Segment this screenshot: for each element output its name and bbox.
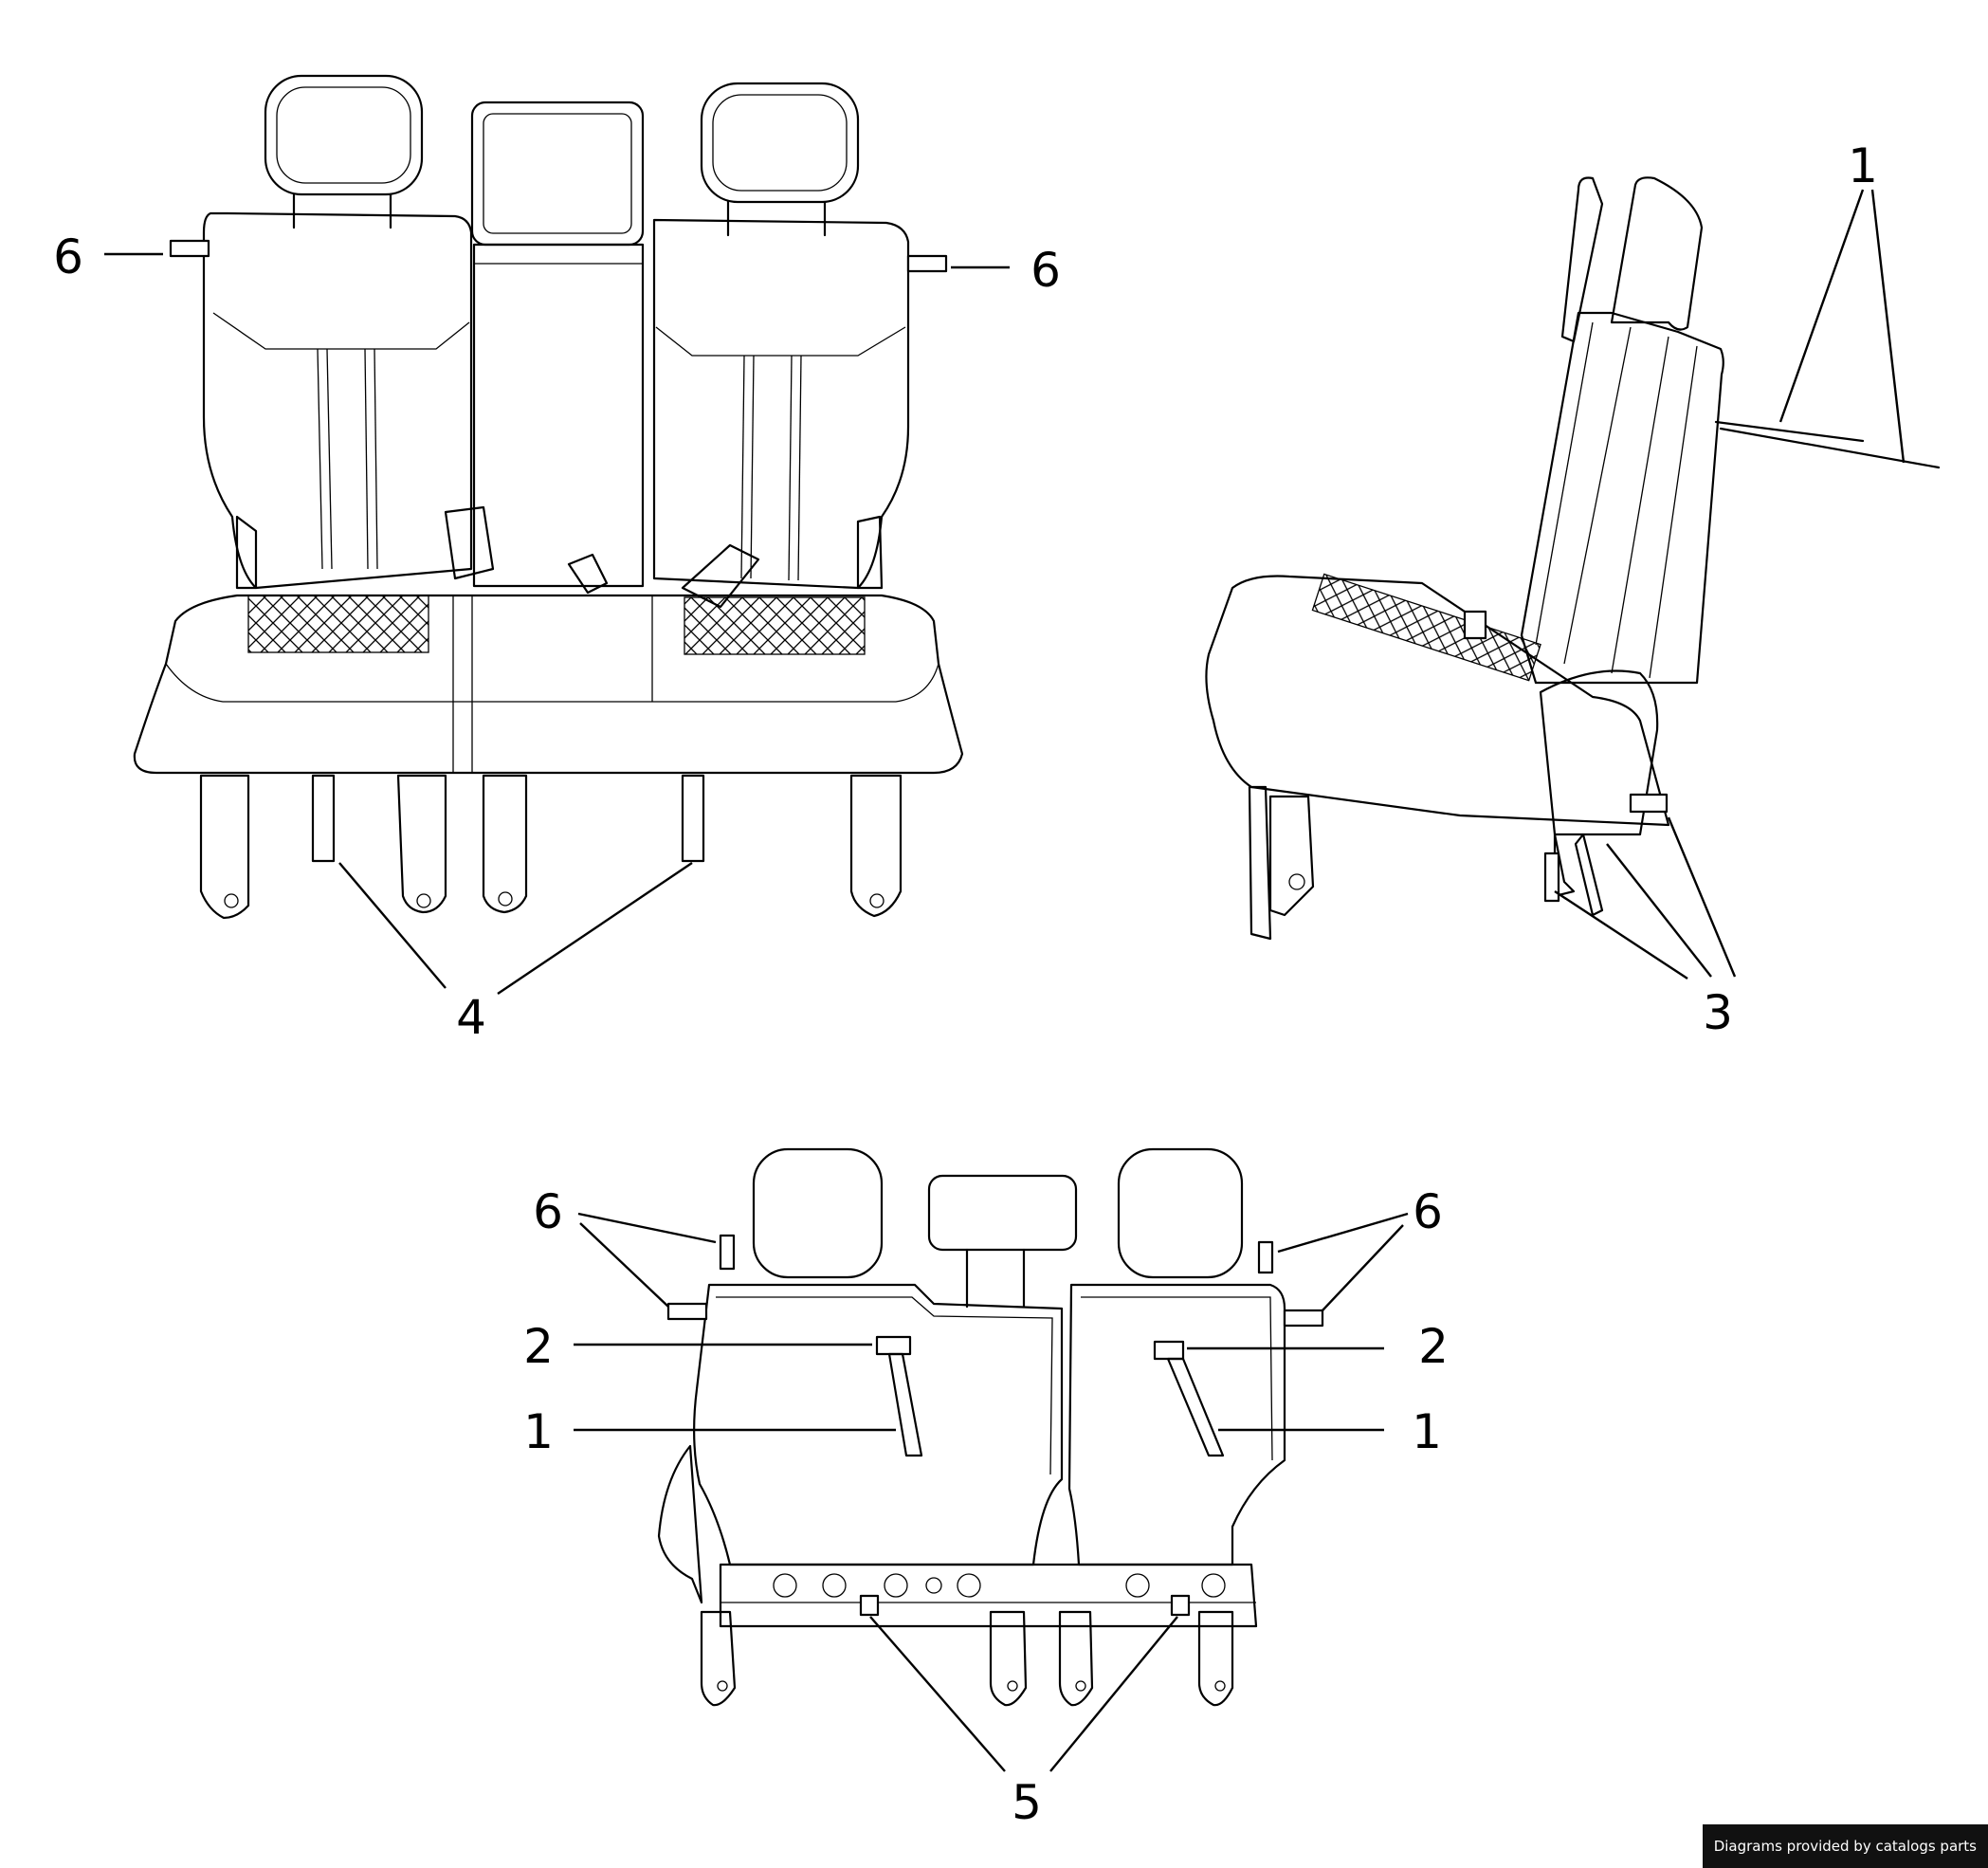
front-view-seat xyxy=(133,74,964,920)
seat-legs xyxy=(199,774,903,920)
callout-3: 3 xyxy=(1703,985,1733,1040)
callout-4: 4 xyxy=(456,990,486,1045)
callout-1-side: 1 xyxy=(1848,138,1878,193)
callout-1-rear-left: 1 xyxy=(523,1404,554,1459)
credit-badge: Diagrams provided by catalogs parts xyxy=(1702,1824,1988,1868)
seatbelt-buckles xyxy=(235,505,884,609)
callout-5: 5 xyxy=(1012,1775,1042,1830)
front-anchor-bar-left xyxy=(311,774,336,863)
callout-6-front-left: 6 xyxy=(53,229,83,284)
center-headrest xyxy=(470,101,645,247)
rear-view-seat xyxy=(657,1147,1324,1707)
callout-1-rear-right: 1 xyxy=(1412,1404,1442,1459)
callout-2-rear-right: 2 xyxy=(1418,1319,1449,1374)
front-anchor-bar-right xyxy=(681,774,705,863)
callout-labels: 6 6 4 1 3 6 6 2 2 1 1 5 xyxy=(53,138,1878,1830)
side-anchor-bar xyxy=(1543,852,1560,903)
callout-6-rear-right: 6 xyxy=(1413,1184,1443,1239)
side-view-seat xyxy=(1205,176,1941,941)
guide-pin-right xyxy=(906,254,948,273)
leader-lines xyxy=(104,189,1906,1772)
right-headrest xyxy=(700,82,860,237)
right-seatback xyxy=(652,218,910,590)
guide-pin-left xyxy=(169,239,210,258)
callout-2-rear-left: 2 xyxy=(523,1319,554,1374)
left-headrest xyxy=(264,74,424,229)
callout-6-rear-left: 6 xyxy=(533,1184,563,1239)
rear-latches xyxy=(700,1610,1234,1707)
side-striker-pin xyxy=(1629,793,1669,814)
center-armrest-panel xyxy=(472,243,645,588)
seat-cushion xyxy=(133,594,964,775)
callout-6-front-right: 6 xyxy=(1030,243,1061,298)
rear-hooks xyxy=(773,1573,1226,1598)
left-seatback xyxy=(202,211,473,590)
